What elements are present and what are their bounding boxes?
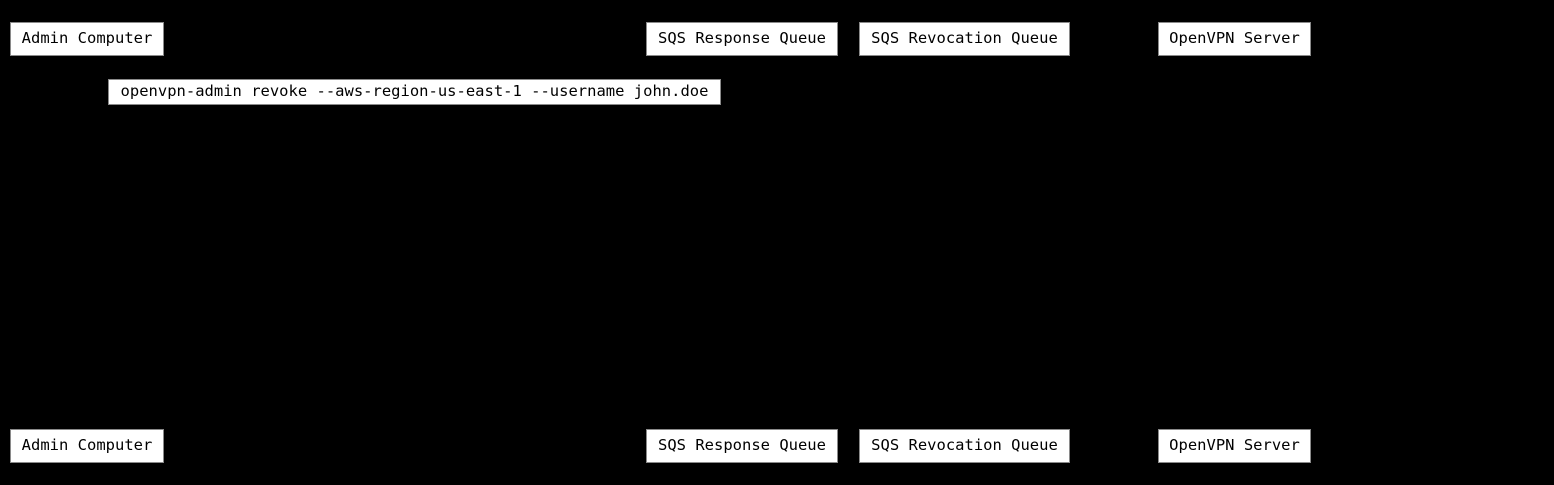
participant-box-sqs-response-queue-top: SQS Response Queue bbox=[646, 22, 838, 56]
lifeline-sqs-response-queue bbox=[742, 56, 743, 429]
participant-box-sqs-revocation-queue-top: SQS Revocation Queue bbox=[859, 22, 1070, 56]
participant-box-admin-computer-top: Admin Computer bbox=[10, 22, 164, 56]
participant-box-sqs-revocation-queue-bottom: SQS Revocation Queue bbox=[859, 429, 1070, 463]
participant-box-openvpn-server-top: OpenVPN Server bbox=[1158, 22, 1311, 56]
lifeline-sqs-revocation-queue bbox=[964, 56, 965, 429]
participant-box-admin-computer-bottom: Admin Computer bbox=[10, 429, 164, 463]
lifeline-openvpn-server bbox=[1234, 56, 1235, 429]
participant-box-openvpn-server-bottom: OpenVPN Server bbox=[1158, 429, 1311, 463]
message-label-revoke-command: openvpn-admin revoke --aws-region-us-eas… bbox=[108, 79, 721, 105]
lifeline-admin-computer bbox=[87, 56, 88, 429]
participant-box-sqs-response-queue-bottom: SQS Response Queue bbox=[646, 429, 838, 463]
